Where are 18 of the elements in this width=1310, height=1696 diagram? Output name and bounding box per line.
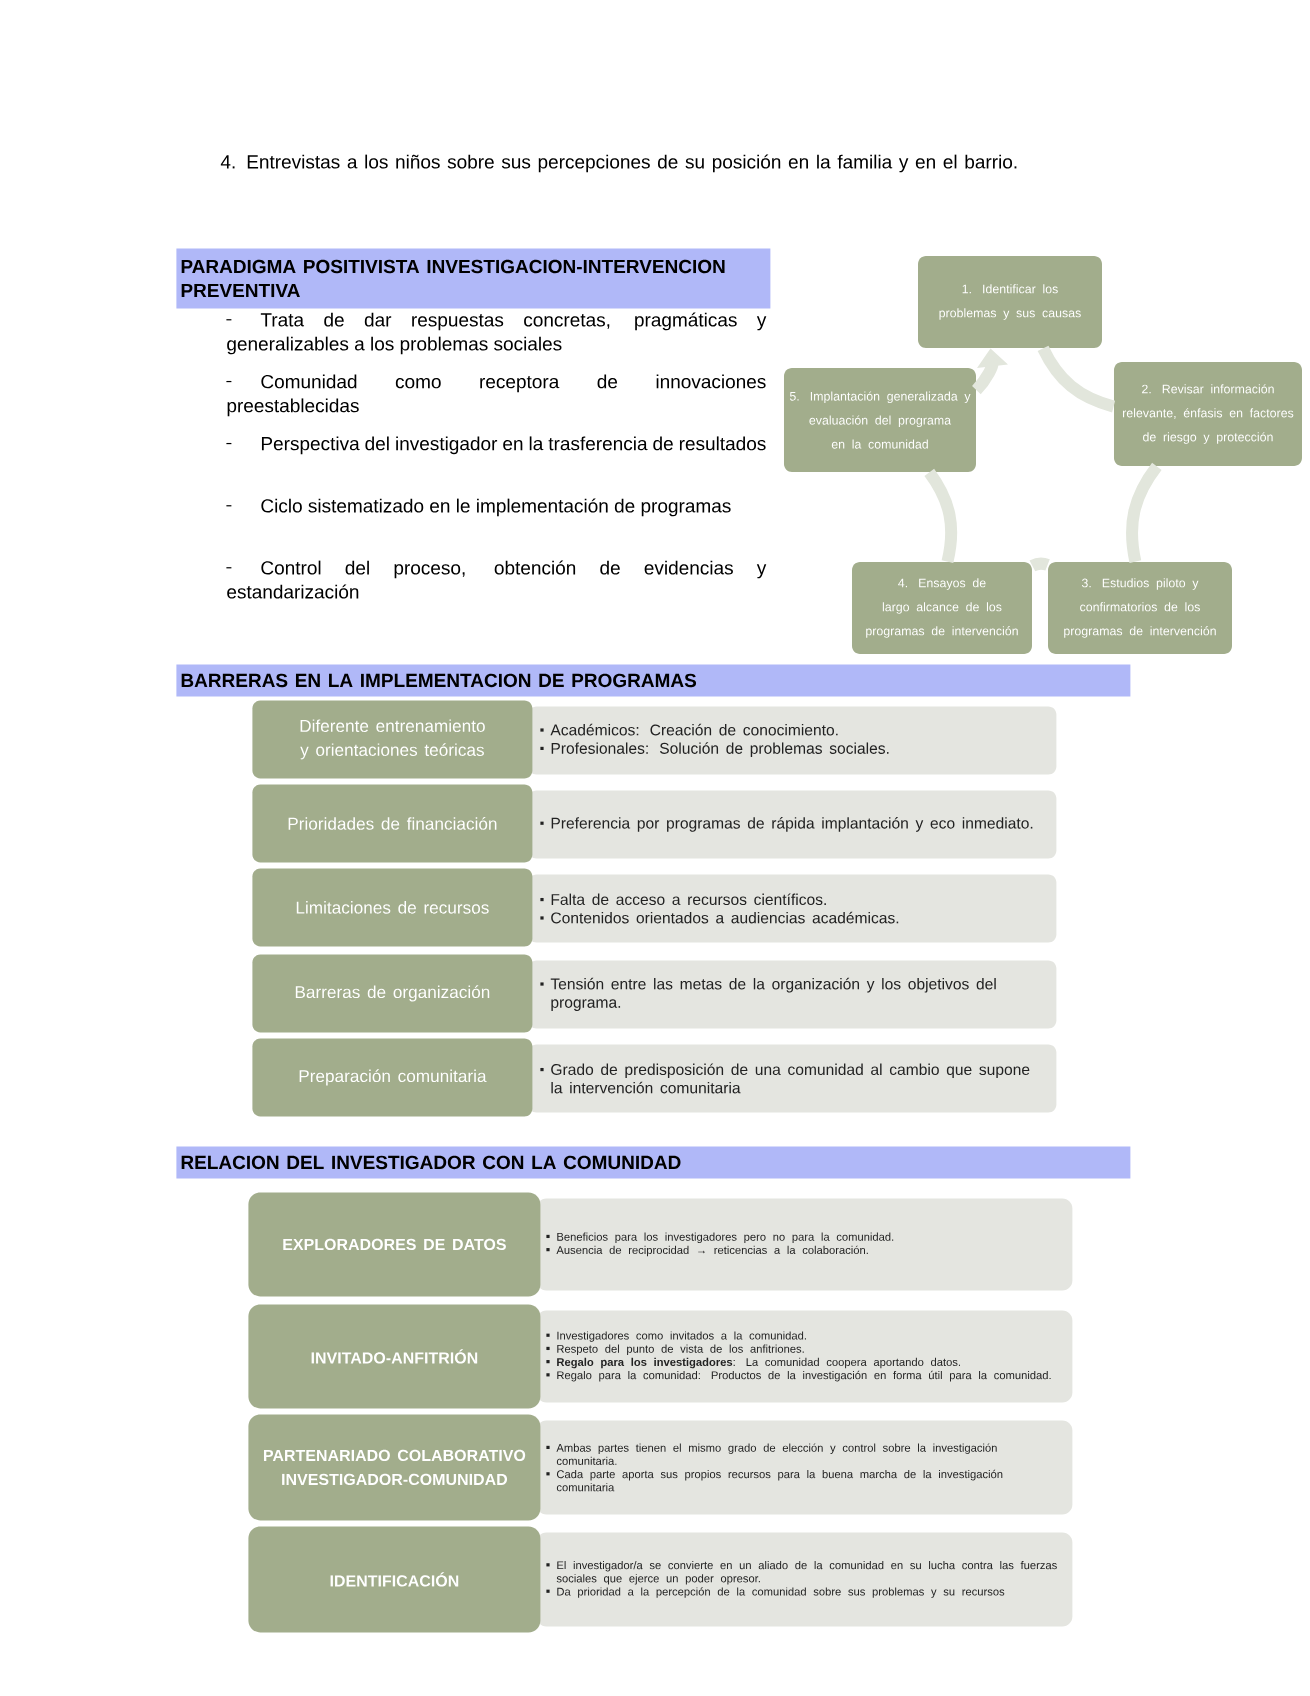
list-item: 4. Entrevistas a los niños sobre sus percepciones de su posición en la familia y en el barrio. bbox=[220, 154, 1017, 173]
section-heading: RELACION DEL INVESTIGADOR CON LA COMUNIDAD bbox=[176, 1146, 1131, 1179]
category-box: Diferente entrenamiento y orientaciones teóricas bbox=[252, 700, 533, 779]
category-box: Limitaciones de recursos bbox=[252, 868, 533, 947]
category-box: Prioridades de financiación bbox=[252, 784, 533, 863]
category-box: IDENTIFICACIÓN bbox=[248, 1526, 541, 1633]
bullet-item: Perspectiva del investigador en la trasferencia de resultados bbox=[225, 436, 766, 455]
section-heading: BARRERAS EN LA IMPLEMENTACION DE PROGRAMAS bbox=[176, 664, 1131, 697]
category-box: EXPLORADORES DE DATOS bbox=[248, 1192, 541, 1297]
category-box: PARTENARIADO COLABORATIVO INVESTIGADOR-COMUNIDAD bbox=[248, 1414, 541, 1521]
bullet-item: Ciclo sistematizado en le implementación de programas bbox=[225, 498, 731, 517]
bullet-item: Trata de dar respuestas concretas, pragmáticas y generalizables a los problemas sociales bbox=[225, 312, 767, 355]
category-box: Preparación comunitaria bbox=[252, 1038, 533, 1117]
category-box: Barreras de organización bbox=[252, 954, 533, 1033]
section-heading: PARADIGMA POSITIVISTA INVESTIGACION-INTERVENCION PREVENTIVA bbox=[176, 248, 771, 309]
category-box: INVITADO-ANFITRIÓN bbox=[248, 1304, 541, 1409]
bullet-item: Comunidad como receptora de innovaciones preestablecidas bbox=[225, 374, 766, 417]
bullet-item: Control del proceso, obtención de evidencias y estandarización bbox=[225, 560, 767, 599]
